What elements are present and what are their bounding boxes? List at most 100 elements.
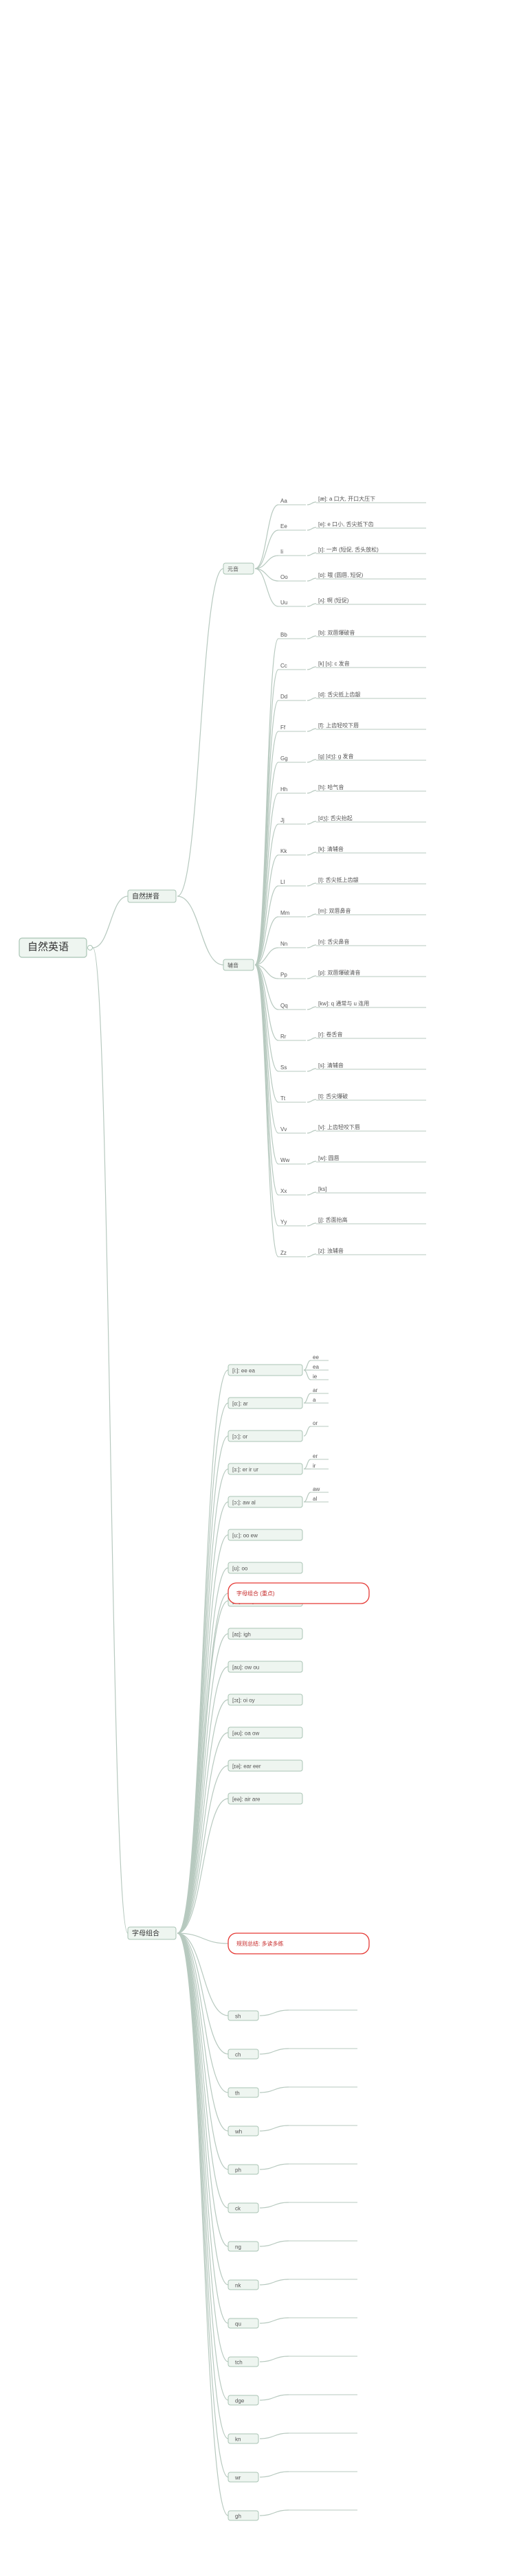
combo-0-sub-2: ie <box>313 1374 318 1380</box>
combo-10: [ɔɪ]: oi oy <box>232 1698 255 1704</box>
letter-Ww: Ww <box>280 1157 290 1163</box>
lower-wh-box[interactable] <box>228 2125 259 2136</box>
letter-Kk: Kk <box>280 848 287 854</box>
combo-4-sub-1: al <box>313 1496 317 1502</box>
lower-gh-box[interactable] <box>228 2510 259 2521</box>
combo-8: [aɪ]: igh <box>232 1632 251 1638</box>
group-1-box[interactable] <box>223 959 254 971</box>
connector-line <box>307 527 317 531</box>
letter-Dd: Dd <box>280 694 287 700</box>
connector-line <box>307 635 317 639</box>
combo-12: [ɪə]: ear eer <box>232 1764 261 1770</box>
letter-Ll: Ll <box>280 879 285 885</box>
connector-line <box>259 2125 289 2132</box>
lower-ph: ph <box>235 2167 241 2174</box>
connector-line <box>254 568 279 607</box>
note-Ll: [l]: 舌尖抵上齿龈 <box>318 876 359 883</box>
group-1: 辅音 <box>228 962 239 969</box>
combo-1-box[interactable] <box>228 1397 303 1409</box>
lower-ch-box[interactable] <box>228 2049 259 2060</box>
note-Yy: [j]: 舌面抬高 <box>318 1216 348 1223</box>
combo-8-box[interactable] <box>228 1628 303 1640</box>
letter-Xx: Xx <box>280 1188 287 1194</box>
combo-3: [ɜ:]: er ir ur <box>232 1467 258 1473</box>
connector-line <box>307 882 317 887</box>
lower-ck-box[interactable] <box>228 2202 259 2213</box>
collapse-icon[interactable] <box>87 945 93 950</box>
combo-10-box[interactable] <box>228 1694 303 1706</box>
connector-line <box>254 964 279 1010</box>
connector-line <box>177 1933 229 2093</box>
note-Tt: [t]: 舌尖爆破 <box>318 1093 348 1099</box>
letter-Rr: Rr <box>280 1034 287 1040</box>
combo-13-box[interactable] <box>228 1792 303 1805</box>
connector-line <box>303 1393 311 1404</box>
note-Aa: [æ]: a 口大, 开口大压下 <box>318 495 375 502</box>
connector-line <box>177 1933 229 2132</box>
connector-line <box>177 1732 229 1934</box>
lower-th-box[interactable] <box>228 2087 259 2098</box>
lower-ph-box[interactable] <box>228 2164 259 2175</box>
combo-3-box[interactable] <box>228 1463 303 1475</box>
lower-qu-box[interactable] <box>228 2318 259 2329</box>
combo-11-box[interactable] <box>228 1726 303 1739</box>
connector-line <box>303 1426 311 1437</box>
combo-4-box[interactable] <box>228 1496 303 1508</box>
note-Xx: [ks] <box>318 1186 326 1192</box>
connector-line <box>307 552 317 556</box>
letter-Bb: Bb <box>280 632 287 638</box>
connector-line <box>177 1666 229 1934</box>
combo-9: [aʊ]: ow ou <box>232 1665 259 1671</box>
note-Bb: [b]: 双唇爆破音 <box>318 629 355 636</box>
connector-line <box>254 731 279 966</box>
note-Jj: [dʒ]: 舌尖抬起 <box>318 814 353 821</box>
letter-Ii: Ii <box>280 549 283 555</box>
connector-line <box>307 603 317 607</box>
combo-3-sub-1: ir <box>313 1463 316 1469</box>
connector-line <box>177 1765 229 1934</box>
connector-line <box>177 1933 229 2401</box>
lower-ng-box[interactable] <box>228 2241 259 2252</box>
branch-phonics: 自然拼音 <box>132 892 159 901</box>
combo-13: [eə]: air are <box>232 1797 260 1803</box>
letter-Ee: Ee <box>280 523 287 529</box>
note-Gg: [g] [dʒ]: g 发音 <box>318 753 354 760</box>
lower-dge-box[interactable] <box>228 2395 259 2406</box>
combo-12-box[interactable] <box>228 1759 303 1772</box>
alert-note-0[interactable] <box>228 1582 370 1604</box>
alert-note-text-1: 规则总结: 多读多练 <box>236 1940 283 1947</box>
branch-combinations-box[interactable] <box>127 1926 177 1940</box>
connector-line <box>303 1360 311 1371</box>
connector-line <box>177 1501 229 1934</box>
letter-Cc: Cc <box>280 663 287 669</box>
lower-tch: tch <box>235 2360 243 2366</box>
combo-1-sub-0: ar <box>313 1387 318 1393</box>
root-node: 自然英语 <box>27 941 69 953</box>
lower-wh: wh <box>234 2129 242 2135</box>
group-0-box[interactable] <box>223 562 254 575</box>
branch-phonics-box[interactable] <box>127 889 177 903</box>
connector-line <box>307 501 317 505</box>
connector-line <box>177 896 224 966</box>
lower-nk-box[interactable] <box>228 2279 259 2290</box>
combo-2-box[interactable] <box>228 1430 303 1442</box>
combo-0-box[interactable] <box>228 1364 303 1376</box>
lower-tch-box[interactable] <box>228 2356 259 2367</box>
connector-line <box>307 1222 317 1227</box>
lower-kn-box[interactable] <box>228 2433 259 2444</box>
connector-line <box>259 2509 289 2516</box>
connector-line <box>303 1459 311 1470</box>
connector-line <box>307 666 317 670</box>
lower-sh-box[interactable] <box>228 2010 259 2021</box>
lower-wr-box[interactable] <box>228 2472 259 2483</box>
combo-5-box[interactable] <box>228 1529 303 1541</box>
connector-line <box>307 697 317 701</box>
combo-6-box[interactable] <box>228 1562 303 1574</box>
combo-1-sub-1: a <box>313 1397 316 1403</box>
connector-line <box>177 1933 229 2055</box>
alert-note-1[interactable] <box>228 1933 370 1954</box>
alert-note-text-0: 字母组合 (重点) <box>236 1590 275 1597</box>
combo-9-box[interactable] <box>228 1661 303 1673</box>
root-node-box[interactable] <box>19 937 87 958</box>
letter-Zz: Zz <box>280 1250 287 1256</box>
